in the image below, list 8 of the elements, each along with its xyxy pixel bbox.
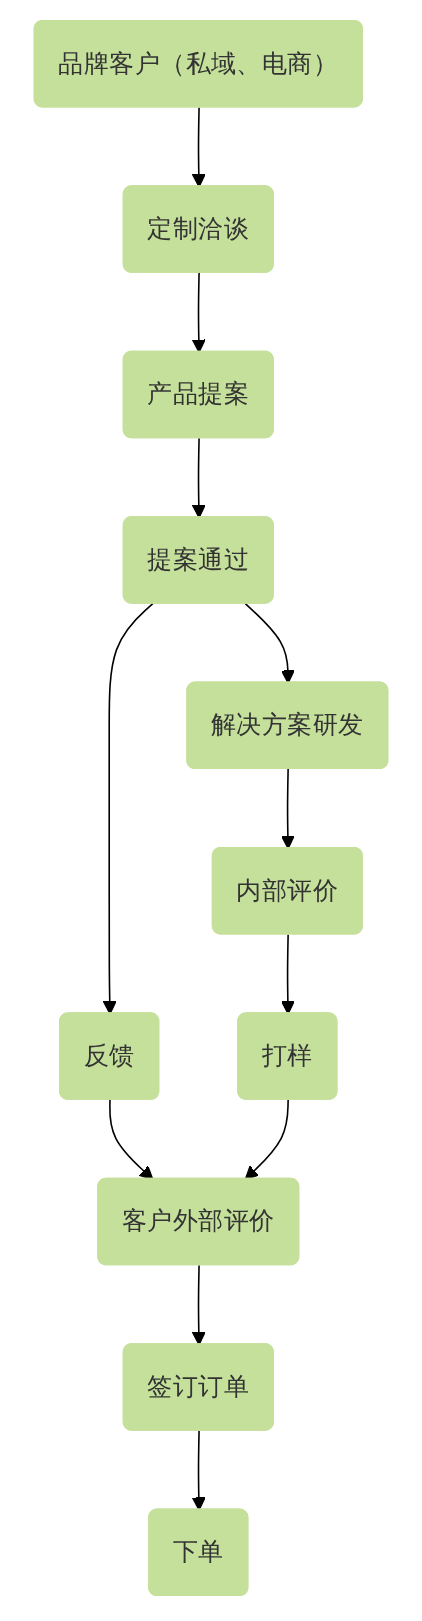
- arrow: [191, 106, 206, 188]
- arrow: [191, 1429, 206, 1511]
- arrow: [191, 272, 206, 353]
- arrow: [244, 602, 295, 684]
- arrow: [280, 933, 295, 1015]
- arrow: [244, 1099, 289, 1180]
- arrow: [102, 602, 154, 1015]
- arrow: [109, 1099, 154, 1180]
